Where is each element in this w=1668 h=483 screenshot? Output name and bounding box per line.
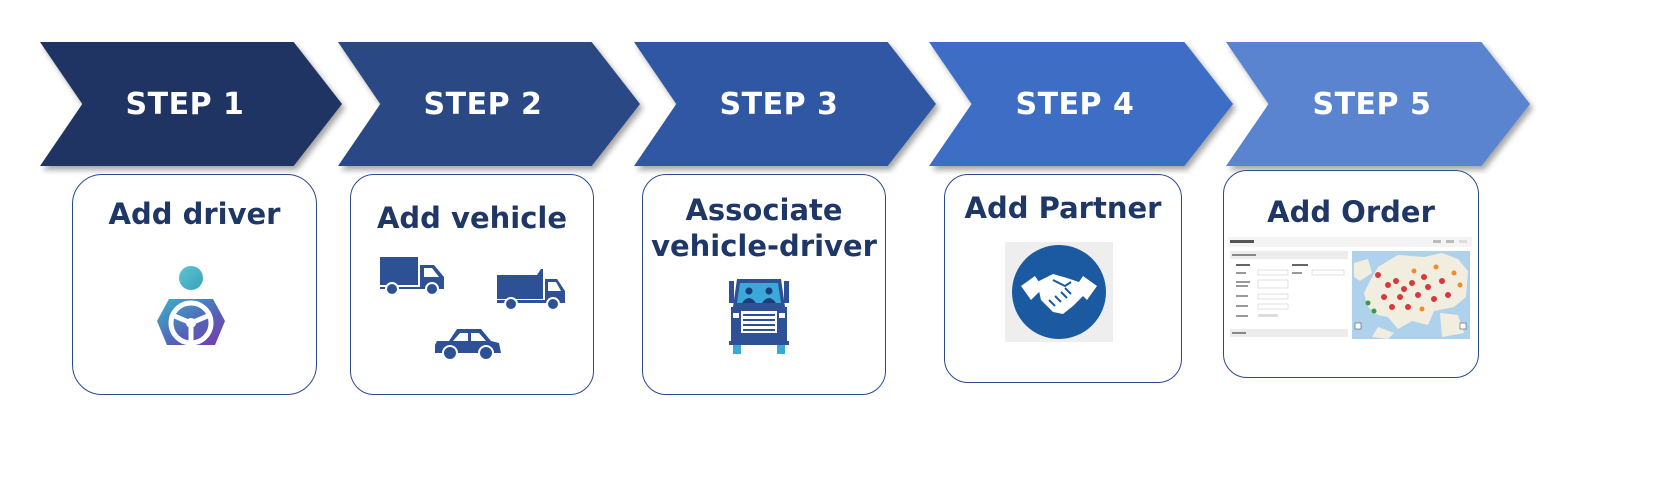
- truck-with-drivers-icon: [729, 279, 789, 354]
- step-3-label: STEP 3: [719, 86, 839, 122]
- step-5-label: STEP 5: [1312, 86, 1432, 122]
- step-1-card-title: Add driver: [108, 197, 281, 231]
- step-2-label: STEP 2: [423, 86, 543, 122]
- car-icon: [435, 329, 501, 361]
- step-2-card: Add vehicle: [350, 174, 594, 395]
- step-3-arrow: STEP 3: [634, 42, 936, 166]
- handshake-icon-frame: [1005, 242, 1113, 342]
- step-4-card: Add Partner: [944, 174, 1182, 383]
- step-2-card-title: Add vehicle: [376, 201, 567, 235]
- step-5-card: Add Order: [1223, 170, 1479, 378]
- dump-truck-icon: [497, 269, 565, 311]
- step-4-card-title: Add Partner: [964, 191, 1162, 225]
- step-3-card: Associate vehicle-driver: [642, 174, 886, 395]
- driver-steering-wheel-icon: [157, 266, 225, 346]
- step-5-arrow: STEP 5: [1226, 42, 1530, 166]
- order-form-map-screenshot: [1228, 237, 1472, 341]
- order-form-thumbnail: [1228, 237, 1472, 341]
- step-2-arrow: STEP 2: [338, 42, 640, 166]
- step-1-label: STEP 1: [125, 86, 245, 122]
- delivery-truck-icon: [380, 257, 444, 295]
- step-1-arrow: STEP 1: [40, 42, 342, 166]
- step-4-label: STEP 4: [1015, 86, 1135, 122]
- step-1-card: Add driver: [72, 174, 317, 395]
- handshake-icon: [1012, 245, 1106, 339]
- step-3-card-title-line2: vehicle-driver: [651, 229, 877, 263]
- step-5-card-title: Add Order: [1267, 195, 1435, 229]
- step-3-card-title-line1: Associate: [685, 193, 843, 227]
- step-4-arrow: STEP 4: [929, 42, 1233, 166]
